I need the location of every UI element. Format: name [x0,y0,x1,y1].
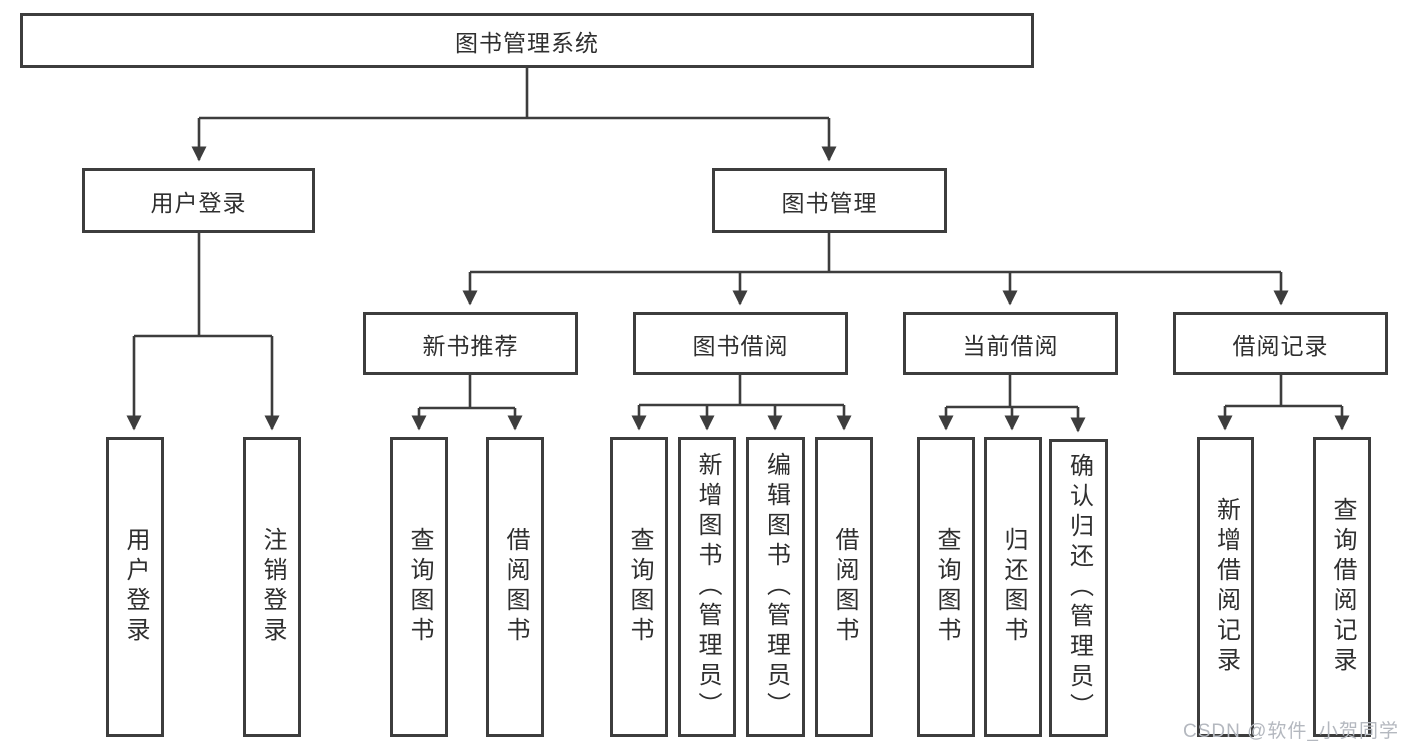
csdn-watermark: CSDN @软件_小贺同学 [1183,721,1399,742]
node-borrow-records: 借阅记录 [1173,312,1388,375]
leaf-query-borrow-record: 查询借阅记录 [1313,437,1371,737]
leaf-query-books-newrec-label: 查询图书 [406,527,433,647]
leaf-borrow-books-newrec-label: 借阅图书 [502,527,529,647]
leaf-query-books-newrec: 查询图书 [390,437,448,737]
node-new-book-recommend-label: 新书推荐 [422,332,519,359]
leaf-query-books-borrow-label: 查询图书 [626,527,653,647]
leaf-borrow-books-newrec: 借阅图书 [486,437,544,737]
leaf-edit-books-admin-label: 编辑图书（管理员） [762,452,790,722]
leaf-logout-label: 注销登录 [259,527,286,647]
leaf-query-books-borrow: 查询图书 [610,437,668,737]
leaf-confirm-return-admin: 确认归还（管理员） [1049,439,1108,737]
node-user-login-label: 用户登录 [150,189,247,216]
node-current-borrow-label: 当前借阅 [962,332,1059,359]
leaf-logout: 注销登录 [243,437,301,737]
leaf-edit-books-admin: 编辑图书（管理员） [746,437,805,737]
leaf-query-books-current-label: 查询图书 [933,527,960,647]
leaf-add-books-admin: 新增图书（管理员） [678,437,736,737]
leaf-add-borrow-record-label: 新增借阅记录 [1212,497,1240,677]
node-user-login: 用户登录 [82,168,315,233]
leaf-user-login: 用户登录 [106,437,164,737]
leaf-query-books-current: 查询图书 [917,437,975,737]
leaf-add-borrow-record: 新增借阅记录 [1197,437,1254,737]
node-new-book-recommend: 新书推荐 [363,312,578,375]
node-book-management-label: 图书管理 [781,189,878,216]
node-book-borrow-label: 图书借阅 [692,332,789,359]
node-book-management: 图书管理 [712,168,947,233]
node-book-borrow: 图书借阅 [633,312,848,375]
leaf-return-books-label: 归还图书 [1000,527,1027,647]
node-root-label: 图书管理系统 [455,29,599,56]
leaf-user-login-label: 用户登录 [122,527,149,647]
leaf-return-books: 归还图书 [984,437,1042,737]
node-root: 图书管理系统 [20,13,1034,68]
leaf-add-books-admin-label: 新增图书（管理员） [694,452,721,722]
node-current-borrow: 当前借阅 [903,312,1118,375]
leaf-borrow-books-borrow-label: 借阅图书 [831,527,858,647]
node-borrow-records-label: 借阅记录 [1232,332,1329,359]
leaf-confirm-return-admin-label: 确认归还（管理员） [1065,453,1093,723]
leaf-borrow-books-borrow: 借阅图书 [815,437,873,737]
leaf-query-borrow-record-label: 查询借阅记录 [1329,497,1356,677]
